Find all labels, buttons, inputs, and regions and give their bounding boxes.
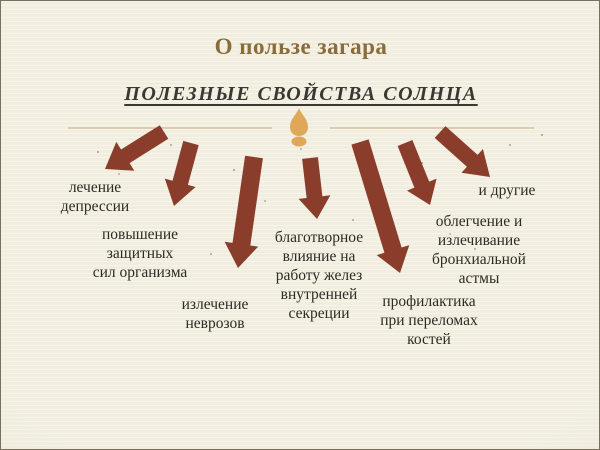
benefit-label-immune-defense: повышение защитных сил организма — [92, 226, 188, 281]
arrow-down-asthma-icon — [397, 140, 437, 205]
arrow-down-right-others-icon — [434, 126, 490, 177]
slide-subtitle: ПОЛЕЗНЫЕ СВОЙСТВА СОЛНЦА — [124, 83, 478, 105]
arrow-down-fractures-icon — [351, 139, 410, 273]
benefit-label-bone-fractures: профилактика при переломах костей — [380, 293, 478, 348]
arrow-down-glands-icon — [298, 157, 331, 219]
benefit-label-endocrine-glands: благотворное влияние на работу желез вну… — [274, 229, 364, 322]
slide-title: О пользе загара — [214, 34, 388, 59]
exclamation-ornament-dot-icon — [291, 136, 307, 147]
exclamation-ornament-drop-icon — [290, 108, 308, 136]
arrow-down-left-depression-icon — [105, 125, 169, 171]
benefit-label-depression: лечение депрессии — [60, 179, 130, 215]
arrow-down-neuroses-icon — [224, 155, 263, 268]
benefit-label-neuroses: излечение неврозов — [181, 296, 249, 332]
arrow-down-immune-icon — [164, 140, 199, 206]
benefit-label-bronchial-asthma: облегчение и излечивание бронхиальной ас… — [432, 213, 526, 287]
benefit-label-others: и другие — [478, 182, 536, 199]
